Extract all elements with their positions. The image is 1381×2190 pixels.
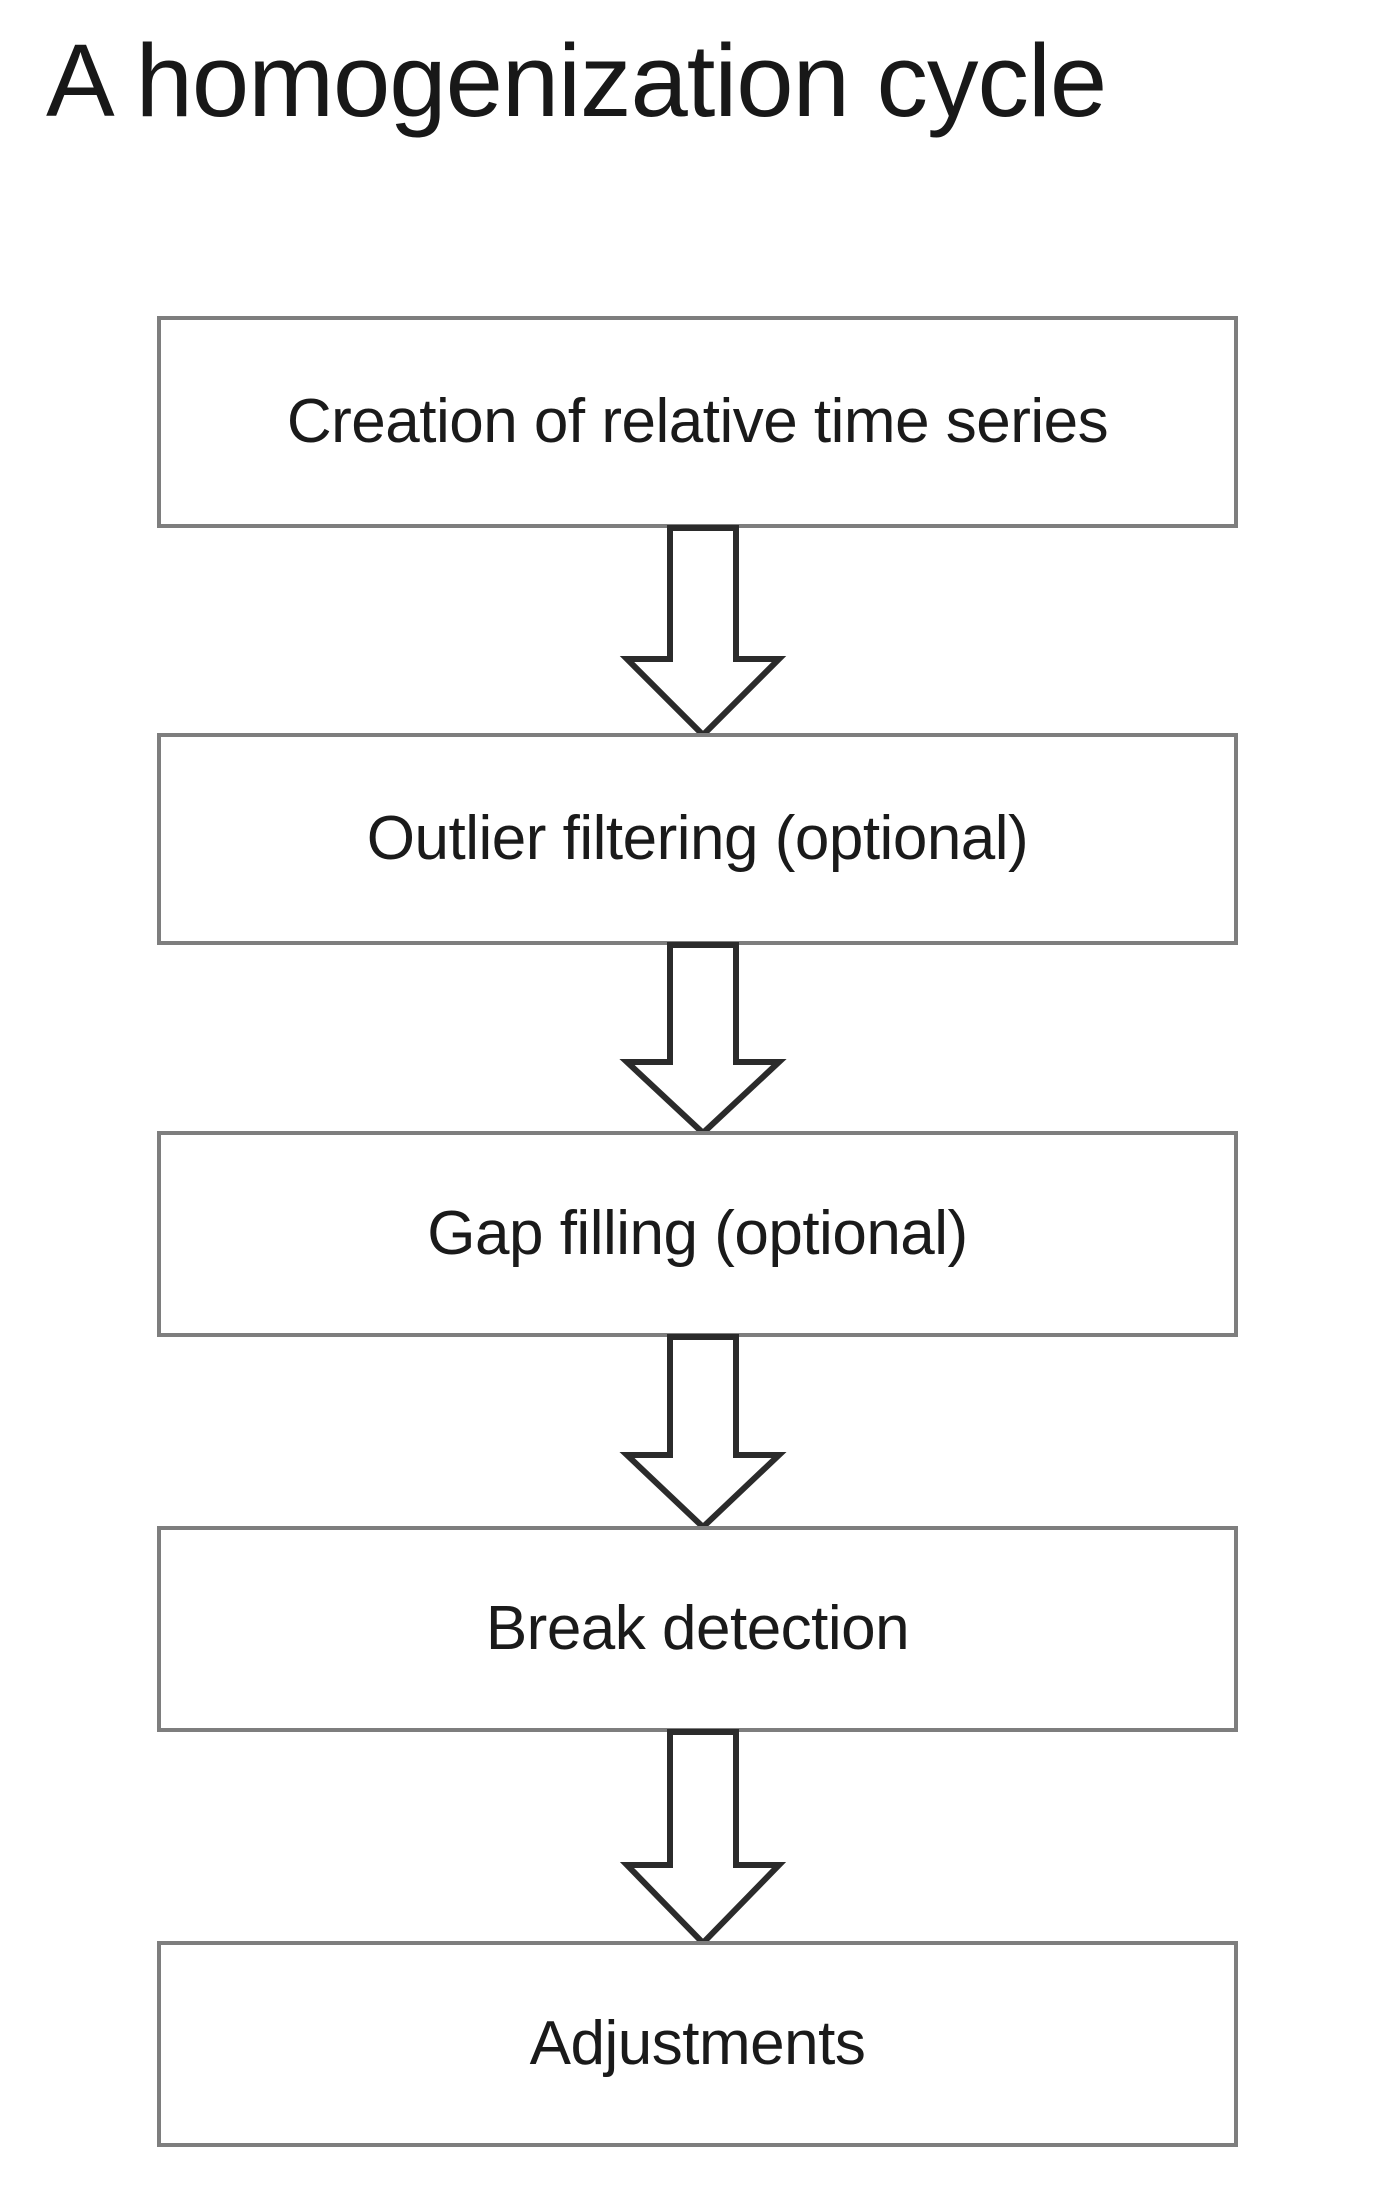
flow-connector-arrow-3 (627, 1337, 779, 1527)
flow-step-label-1: Creation of relative time series (286, 387, 1109, 456)
flow-step-box-2[interactable]: Outlier filtering (optional) (157, 733, 1238, 945)
flow-step-label-2: Outlier filtering (optional) (366, 804, 1029, 873)
flow-step-label-3: Gap filling (optional) (427, 1199, 968, 1268)
flow-step-label-5: Adjustments (529, 2009, 866, 2078)
flow-step-box-1[interactable]: Creation of relative time series (157, 316, 1238, 528)
flow-step-box-5[interactable]: Adjustments (157, 1941, 1238, 2147)
arrow-down-icon (627, 1732, 779, 1943)
flow-step-label-4: Break detection (485, 1594, 910, 1663)
arrow-down-icon (627, 945, 779, 1133)
flow-connector-arrow-1 (627, 528, 779, 735)
flow-connector-arrow-4 (627, 1732, 779, 1943)
arrow-down-icon (627, 528, 779, 735)
flow-connector-arrow-2 (627, 945, 779, 1133)
arrow-down-icon (627, 1337, 779, 1527)
flow-step-box-4[interactable]: Break detection (157, 1526, 1238, 1732)
flow-step-box-3[interactable]: Gap filling (optional) (157, 1131, 1238, 1337)
page-title: A homogenization cycle (46, 23, 1107, 138)
